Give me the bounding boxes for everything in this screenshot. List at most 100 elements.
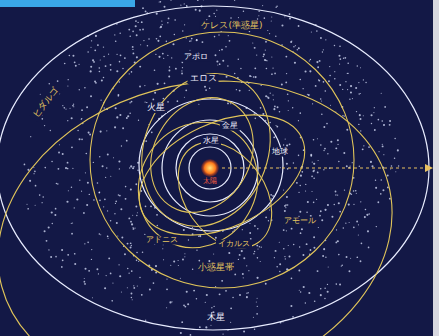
asteroid-dot [121, 291, 122, 292]
asteroid-dot [258, 10, 260, 12]
asteroid-dot [275, 250, 277, 252]
asteroid-dot [285, 56, 287, 58]
asteroid-dot [129, 167, 130, 168]
asteroid-dot [309, 70, 311, 72]
asteroid-dot [266, 68, 268, 70]
asteroid-dot [189, 41, 190, 42]
asteroid-dot [317, 66, 319, 68]
asteroid-dot [276, 126, 278, 128]
asteroid-dot [240, 68, 241, 69]
asteroid-dot [321, 100, 322, 101]
asteroid-dot [358, 224, 359, 225]
asteroid-dot [68, 79, 69, 80]
asteroid-dot [364, 216, 366, 218]
asteroid-dot [317, 270, 319, 272]
asteroid-dot [349, 99, 350, 100]
asteroid-dot [313, 163, 315, 165]
asteroid-dot [330, 141, 332, 143]
asteroid-dot [154, 69, 156, 71]
asteroid-dot [119, 61, 121, 63]
asteroid-dot [41, 118, 43, 120]
asteroid-dot [118, 264, 119, 265]
asteroid-dot [137, 285, 138, 286]
asteroid-dot [148, 38, 150, 40]
asteroid-dot [334, 78, 335, 79]
asteroid-dot [300, 291, 301, 292]
asteroid-dot [284, 16, 285, 17]
asteroid-dot [183, 229, 185, 231]
asteroid-dot [272, 73, 273, 74]
asteroid-dot [280, 167, 281, 168]
asteroid-dot [145, 11, 147, 13]
asteroid-dot [136, 215, 137, 216]
asteroid-dot [87, 182, 89, 184]
asteroid-dot [228, 252, 230, 254]
asteroid-dot [96, 268, 98, 270]
asteroid-dot [74, 61, 76, 63]
asteroid-dot [100, 59, 101, 60]
asteroid-dot [215, 286, 216, 287]
asteroid-dot [322, 51, 323, 52]
asteroid-dot [327, 291, 329, 293]
asteroid-dot [310, 155, 312, 157]
asteroid-dot [129, 73, 130, 74]
asteroid-dot [319, 60, 321, 62]
asteroid-dot [339, 284, 341, 286]
asteroid-dot [155, 54, 156, 55]
direction-arrow [222, 168, 432, 169]
asteroid-dot [239, 254, 241, 256]
asteroid-dot [378, 151, 379, 152]
asteroid-dot [116, 222, 118, 224]
asteroid-dot [185, 89, 187, 91]
asteroid-dot [99, 233, 101, 235]
asteroid-dot [164, 6, 166, 8]
asteroid-dot [192, 268, 193, 269]
asteroid-dot [182, 30, 183, 31]
asteroid-dot [89, 134, 91, 136]
asteroid-label: アドニス [144, 236, 180, 245]
asteroid-dot [160, 27, 161, 28]
asteroid-dot [254, 328, 256, 330]
asteroid-dot [315, 85, 317, 87]
asteroid-dot [382, 144, 383, 145]
asteroid-dot [71, 186, 72, 187]
asteroid-dot [46, 240, 48, 242]
asteroid-dot [232, 297, 233, 298]
asteroid-dot [292, 316, 294, 318]
asteroid-dot [256, 277, 258, 279]
asteroid-dot [72, 105, 74, 107]
page-edge [433, 0, 439, 336]
asteroid-dot [350, 165, 351, 166]
asteroid-dot [323, 169, 324, 170]
asteroid-dot [127, 243, 129, 245]
asteroid-dot [135, 20, 137, 22]
asteroid-dot [27, 208, 29, 210]
amor-orbit [120, 91, 323, 260]
asteroid-dot [356, 193, 357, 194]
asteroid-dot [174, 34, 175, 35]
asteroid-dot [362, 148, 364, 150]
asteroid-dot [382, 189, 384, 191]
asteroid-dot [72, 55, 74, 57]
asteroid-label: イカルス [216, 240, 252, 249]
asteroid-dot [351, 193, 353, 195]
asteroid-dot [71, 146, 73, 148]
asteroid-dot [358, 93, 360, 95]
asteroid-dot [297, 49, 298, 50]
asteroid-dot [355, 87, 357, 89]
asteroid-dot [110, 69, 112, 71]
asteroid-dot [298, 155, 300, 157]
asteroid-dot [111, 300, 113, 302]
asteroid-dot [219, 293, 221, 295]
asteroid-dot [239, 294, 241, 296]
asteroid-dot [273, 108, 275, 110]
asteroid-dot [221, 49, 223, 51]
asteroid-dot [343, 152, 345, 154]
asteroid-dot [242, 229, 243, 230]
asteroid-dot [42, 196, 44, 198]
asteroid-dot [377, 201, 379, 203]
asteroid-dot [118, 94, 120, 96]
asteroid-dot [230, 322, 231, 323]
asteroid-dot [141, 294, 143, 296]
asteroid-dot [324, 209, 326, 211]
